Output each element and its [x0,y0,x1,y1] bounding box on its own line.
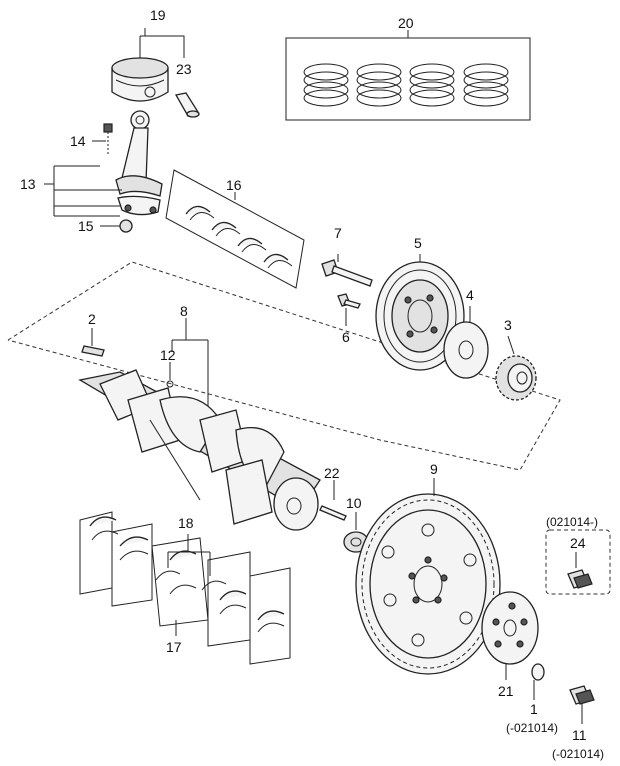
callout-8: 8 [180,303,188,319]
callout-12: 12 [160,347,176,363]
crankshaft [78,318,321,531]
leader-13 [44,140,122,227]
callout-23: 23 [176,61,192,77]
flywheel-dowel-pin [319,480,347,521]
callout-19: 19 [150,7,166,23]
callout-22: 22 [324,465,340,481]
rod-nut [119,219,133,233]
rod-bolt [103,123,113,156]
note-11-applicability: (-021014) [552,747,604,761]
flywheel-bolt-old [569,685,595,724]
callout-16: 16 [226,177,242,193]
note-24-applicability: (021014-) [546,515,598,529]
rod-bearing-set [165,169,305,289]
flywheel-bolt-new [545,529,611,595]
callout-7: 7 [334,225,342,241]
crank-damper-pulley [375,254,465,371]
crankshaft-dowel-pin [166,362,174,388]
leader-19-23 [140,28,185,58]
callout-2: 2 [88,311,96,327]
callout-15: 15 [78,218,94,234]
piston-ring-set [285,30,531,121]
callout-6: 6 [342,329,350,345]
crankshaft-assembly-outline [7,261,561,471]
callout-3: 3 [504,317,512,333]
main-bearing-set [79,511,291,665]
note-1-applicability: (-021014) [506,721,558,735]
callout-11: 11 [572,727,587,743]
callout-20: 20 [398,15,414,31]
washer [531,663,545,700]
callout-18: 18 [178,515,194,531]
connecting-rod [115,110,163,216]
callout-24: 24 [570,535,586,551]
woodruff-key [81,328,105,357]
callout-21: 21 [498,683,514,699]
flywheel [355,478,501,675]
crank-pulley-flange [443,306,489,379]
pulley-bolt [321,254,373,287]
crankshaft-sprocket [495,335,537,401]
callout-13: 13 [20,176,36,192]
callout-5: 5 [414,235,422,251]
callout-1: 1 [530,701,538,717]
callout-14: 14 [70,133,86,149]
damper-bolt [337,293,361,326]
piston [111,57,169,102]
callout-4: 4 [466,287,474,303]
callout-17: 17 [166,639,182,655]
callout-10: 10 [346,495,362,511]
callout-9: 9 [430,461,438,477]
piston-pin [174,92,200,118]
flywheel-plate [481,591,539,680]
